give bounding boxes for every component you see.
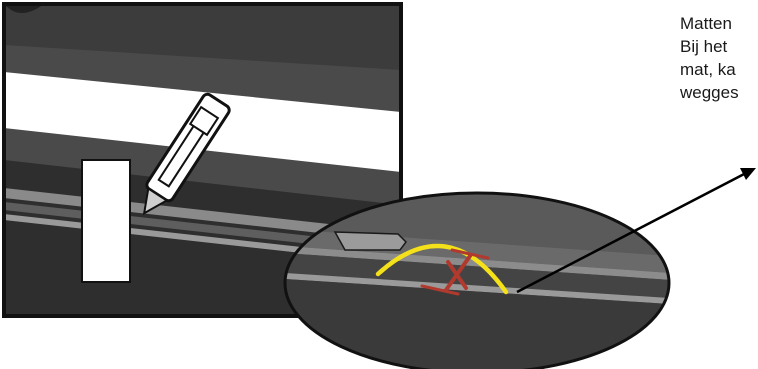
caption-text: Matten Bij het mat, ka wegges <box>680 12 758 104</box>
caption-line: wegges <box>680 81 758 104</box>
caption-line: Matten <box>680 12 758 35</box>
caption-line: mat, ka <box>680 58 758 81</box>
caption-line: Bij het <box>680 35 758 58</box>
tape-strip <box>82 160 130 282</box>
